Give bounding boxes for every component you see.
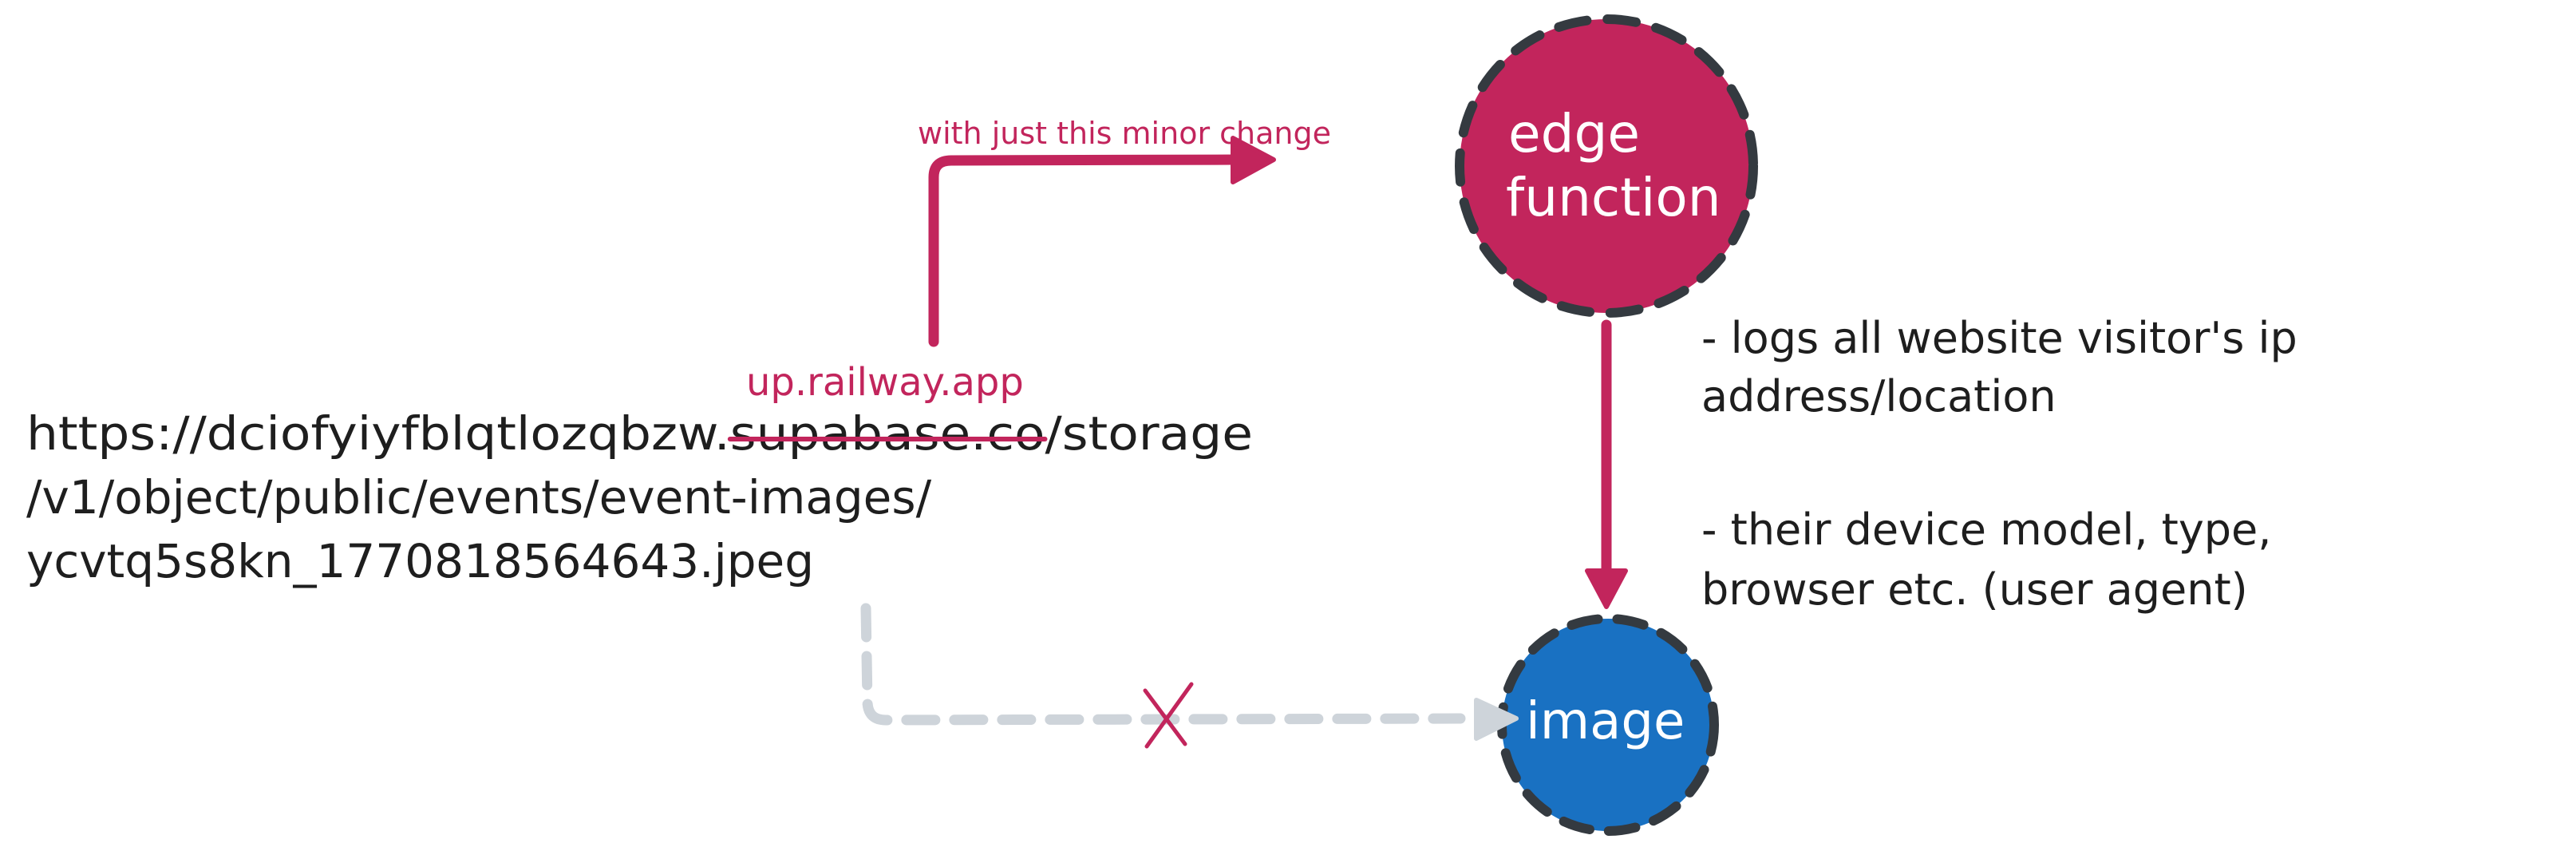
image-label: image bbox=[1526, 692, 1685, 751]
image-node[interactable]: image bbox=[1497, 614, 1719, 836]
edge-function-label-line-2: function bbox=[1506, 167, 1721, 228]
url-line-1-prefix: https://dciofyiyfblqtlozqbzw. bbox=[26, 406, 730, 461]
arrowhead-down-icon bbox=[1585, 568, 1628, 609]
note-1-line-2: address/location bbox=[1701, 371, 2056, 422]
note-user-agent: - their device model, type, browser etc.… bbox=[1701, 505, 2271, 615]
original-url-arrow bbox=[860, 603, 1519, 741]
url-line-1-suffix: /storage bbox=[1045, 406, 1253, 461]
url-text: https://dciofyiyfblqtlozqbzw.supabase.co… bbox=[26, 406, 1253, 588]
edge-function-label-line-1: edge bbox=[1508, 103, 1640, 164]
url-line-3: ycvtq5s8kn_1770818564643.jpeg bbox=[26, 534, 814, 588]
modified-url-arrow-line bbox=[928, 154, 1241, 347]
note-ip-logging: - logs all website visitor's ip address/… bbox=[1701, 313, 2297, 422]
blocked-x-icon bbox=[1143, 682, 1194, 749]
original-url-arrow-line bbox=[860, 603, 1466, 726]
note-2-line-1: - their device model, type, bbox=[1701, 505, 2271, 555]
note-1-line-1: - logs all website visitor's ip bbox=[1701, 313, 2297, 363]
url-line-2: /v1/object/public/events/event-images/ bbox=[26, 470, 932, 524]
replacement-domain: up.railway.app bbox=[746, 360, 1024, 405]
edge-function-node[interactable]: edge function bbox=[1455, 14, 1758, 318]
edge-function-circle bbox=[1455, 14, 1758, 318]
arrowhead-right-gray-icon bbox=[1474, 698, 1519, 741]
url-struck-domain: supabase.co bbox=[730, 406, 1045, 461]
modified-label: with just this minor change bbox=[918, 116, 1331, 151]
arrowhead-right-icon bbox=[1231, 136, 1276, 184]
modified-url-arrow bbox=[928, 136, 1276, 347]
url-line-1: https://dciofyiyfblqtlozqbzw.supabase.co… bbox=[26, 406, 1253, 461]
edge-to-image-arrow bbox=[1585, 319, 1628, 609]
note-2-line-2: browser etc. (user agent) bbox=[1701, 564, 2248, 615]
